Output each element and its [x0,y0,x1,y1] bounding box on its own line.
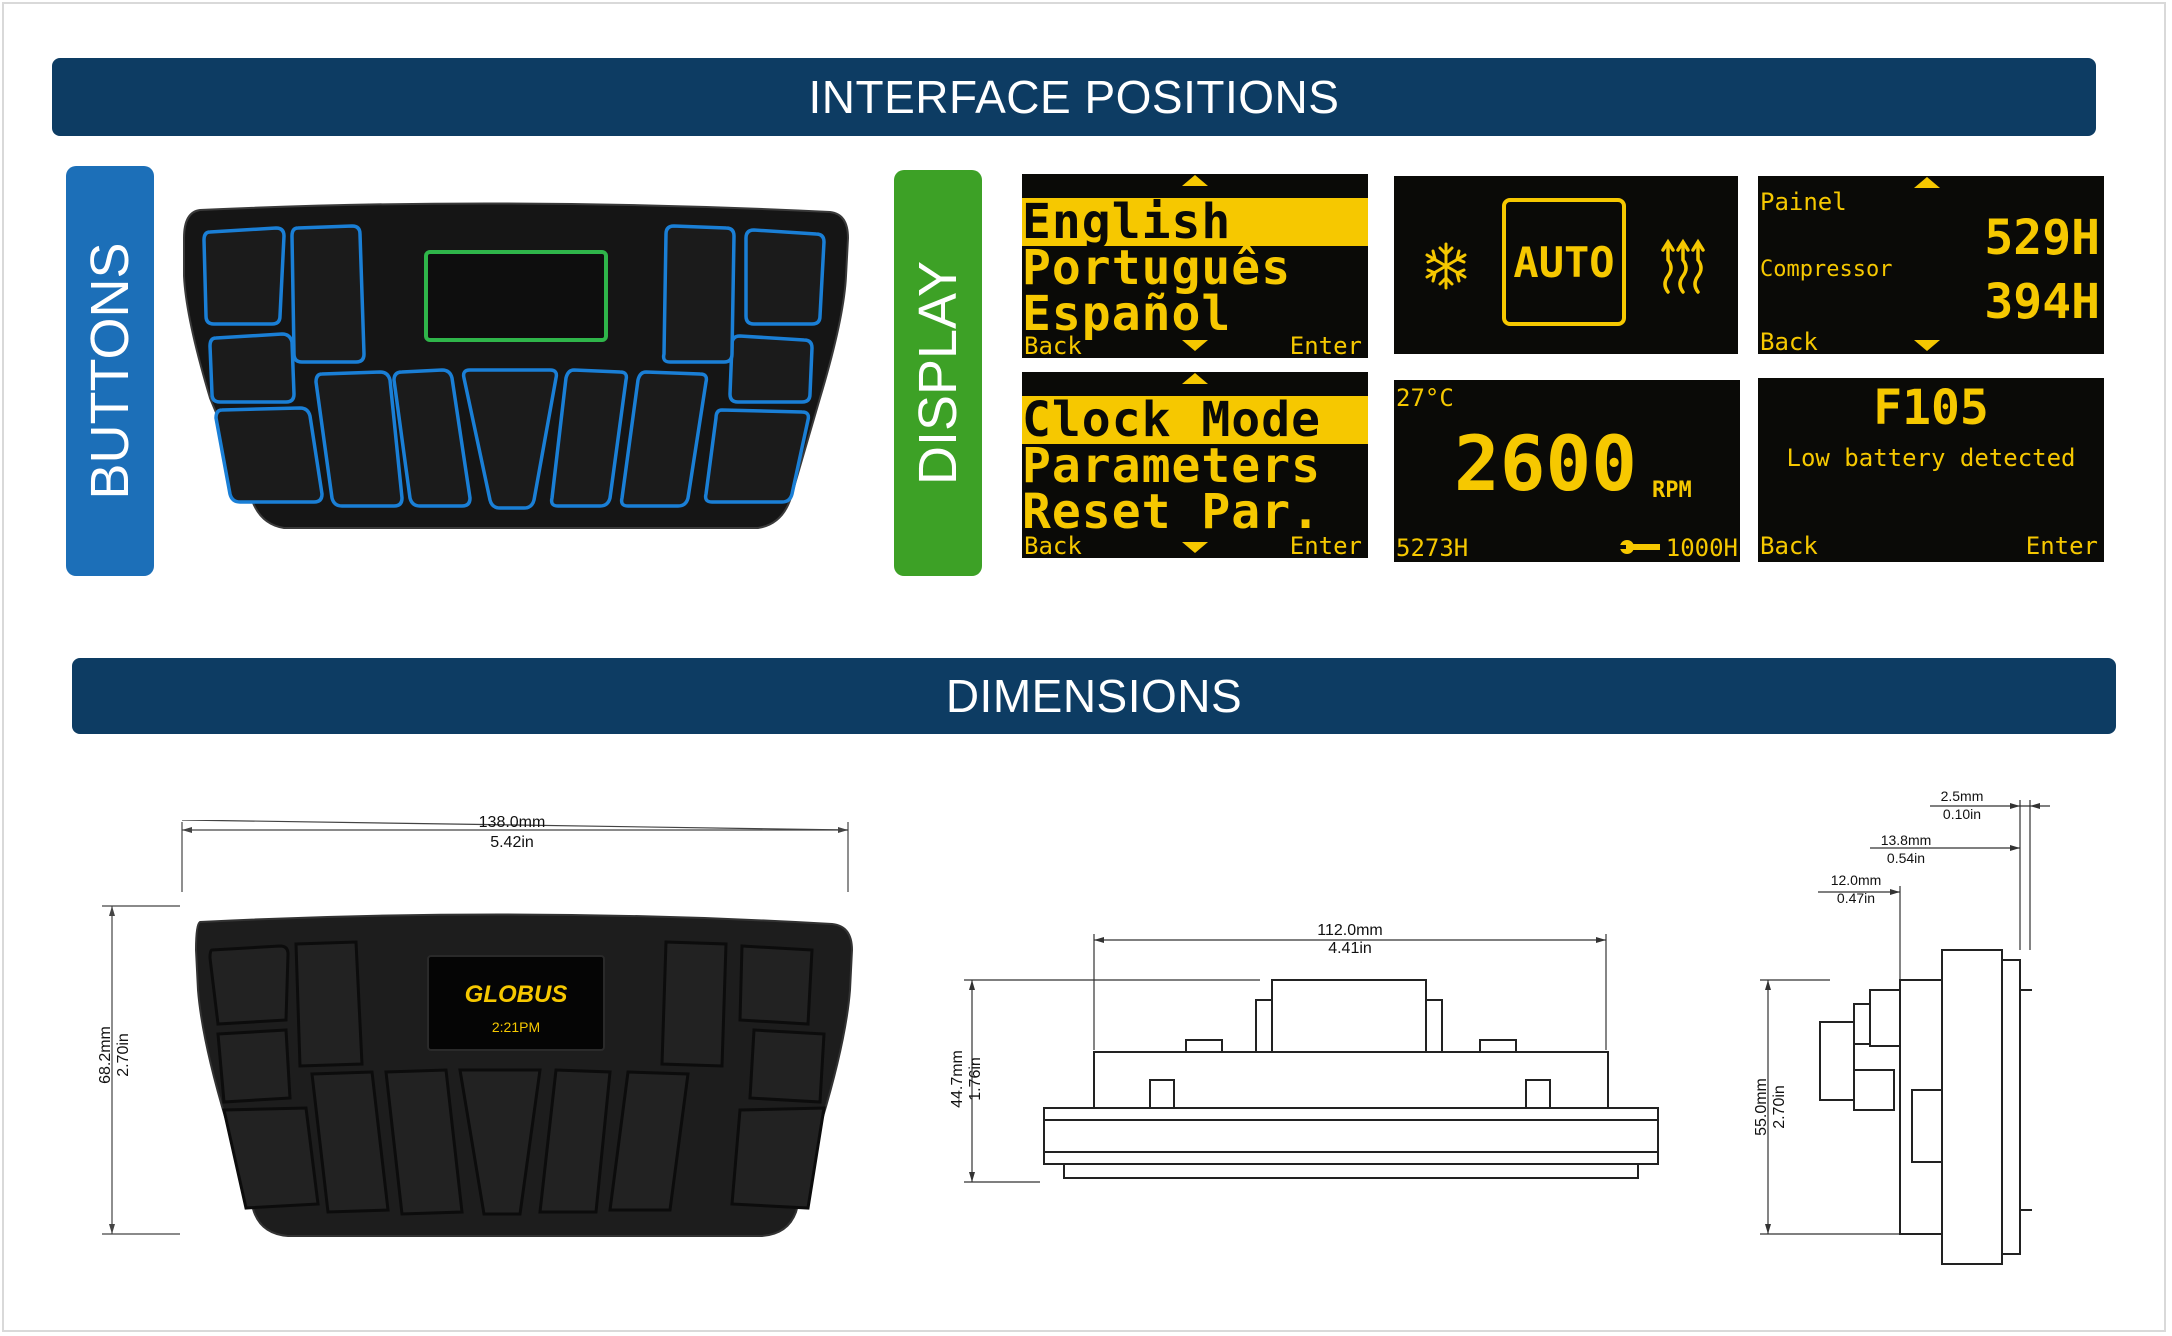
scroll-down-icon [1182,542,1208,553]
temperature-readout: 27°C [1396,384,1454,412]
scroll-down-icon [1182,340,1208,351]
compressor-value: 394H [1984,274,2100,330]
menu-option: Parameters [1022,438,1321,494]
button-bottom-5 [549,368,629,508]
display-tab-label: DISPLAY [908,260,968,486]
button-bottom-center [461,368,559,510]
front-display-clock: 2:21PM [492,1019,540,1035]
display-outline [424,250,608,342]
back-label: Back [1024,532,1082,558]
side-c-mm: 12.0mm [1830,872,1882,888]
device-buttons-diagram [183,202,850,529]
snowflake-icon [1425,242,1467,290]
service-hours: 1000H [1665,534,1738,562]
painel-label: Painel [1760,188,1847,216]
painel-value: 529H [1984,210,2100,266]
language-option: Português [1022,240,1292,296]
side-b-in: 0.54in [1886,850,1926,866]
enter-label: Enter [1289,332,1362,358]
dimensions-title: DIMENSIONS [945,670,1243,722]
front-width-mm: 138.0mm [478,814,546,831]
language-option-selected: English [1022,198,1368,246]
side-b-mm: 13.8mm [1880,832,1932,848]
engine-hours: 5273H [1396,534,1469,562]
engine-screen: 27°C 2600 RPM 5273H 1000H [1394,380,1740,562]
menu-option: Reset Par. [1022,484,1321,540]
menu-option-selected: Clock Mode [1022,396,1368,444]
globus-logo: GLOBUS [465,981,568,1008]
scroll-up-icon [1182,373,1208,384]
hours-screen: Painel 529H Compressor 394H Back [1758,176,2104,354]
display-tab: DISPLAY [894,170,982,576]
buttons-tab-label: BUTTONS [80,242,140,500]
front-width-in: 5.42in [490,834,534,851]
fault-screen: F105 Low battery detected Back Enter [1758,378,2104,562]
button-bottom-3 [392,368,472,508]
top-width-in: 4.41in [1328,940,1372,957]
top-view-drawing [964,934,1659,1183]
compressor-label: Compressor [1760,257,1893,282]
back-label: Back [1024,332,1082,358]
mode-label: AUTO [1513,237,1615,287]
menu-screen: Clock Mode Parameters Reset Par. Back En… [1022,372,1368,558]
button-mid-right [728,334,814,404]
scroll-down-icon [1914,340,1940,351]
top-height-in: 1.76in [967,1057,984,1101]
language-option: Español [1022,286,1232,342]
side-c-in: 0.47in [1836,890,1876,906]
enter-label: Enter [2025,532,2098,560]
button-top-right-1 [744,228,826,326]
button-top-left-1 [202,226,286,326]
side-a-mm: 2.5mm [1940,788,1984,804]
button-top-right-2 [661,224,736,364]
buttons-tab: BUTTONS [66,166,154,576]
fault-message: Low battery detected [1786,444,2076,472]
side-height-mm: 55.0mm [1753,1078,1770,1136]
wrench-icon [1620,540,1660,554]
button-bottom-2 [314,370,404,508]
back-label: Back [1760,532,1818,560]
side-a-in: 0.10in [1942,806,1982,822]
heat-waves-icon [1661,238,1705,294]
dimensions-banner: DIMENSIONS [72,658,2116,734]
interface-positions-banner: INTERFACE POSITIONS [52,58,2096,136]
rpm-unit: RPM [1652,478,1692,503]
button-bottom-6 [619,370,709,508]
button-top-left-2 [290,224,366,364]
front-display [427,955,605,1051]
button-mid-left [208,332,296,404]
rpm-value: 2600 [1454,419,1638,508]
mode-box: AUTO [1502,198,1626,326]
front-height-mm: 68.2mm [97,1026,114,1084]
button-bottom-left-1 [214,406,324,504]
side-height-in: 2.70in [1771,1085,1788,1129]
top-height-mm: 44.7mm [949,1050,966,1108]
climate-screen: AUTO [1394,176,1738,354]
enter-label: Enter [1289,532,1362,558]
scroll-up-icon [1182,175,1208,186]
back-label: Back [1760,328,1818,354]
top-width-mm: 112.0mm [1317,922,1383,939]
front-height-in: 2.70in [115,1033,132,1077]
interface-positions-title: INTERFACE POSITIONS [808,71,1340,123]
front-view-drawing: GLOBUS 2:21PM [102,820,854,1237]
side-view-drawing [1760,800,2050,1265]
scroll-up-icon [1914,177,1940,188]
fault-code: F105 [1873,380,1989,436]
language-screen: English Português Español Back Enter [1022,174,1368,358]
button-bottom-right-1 [703,408,811,504]
